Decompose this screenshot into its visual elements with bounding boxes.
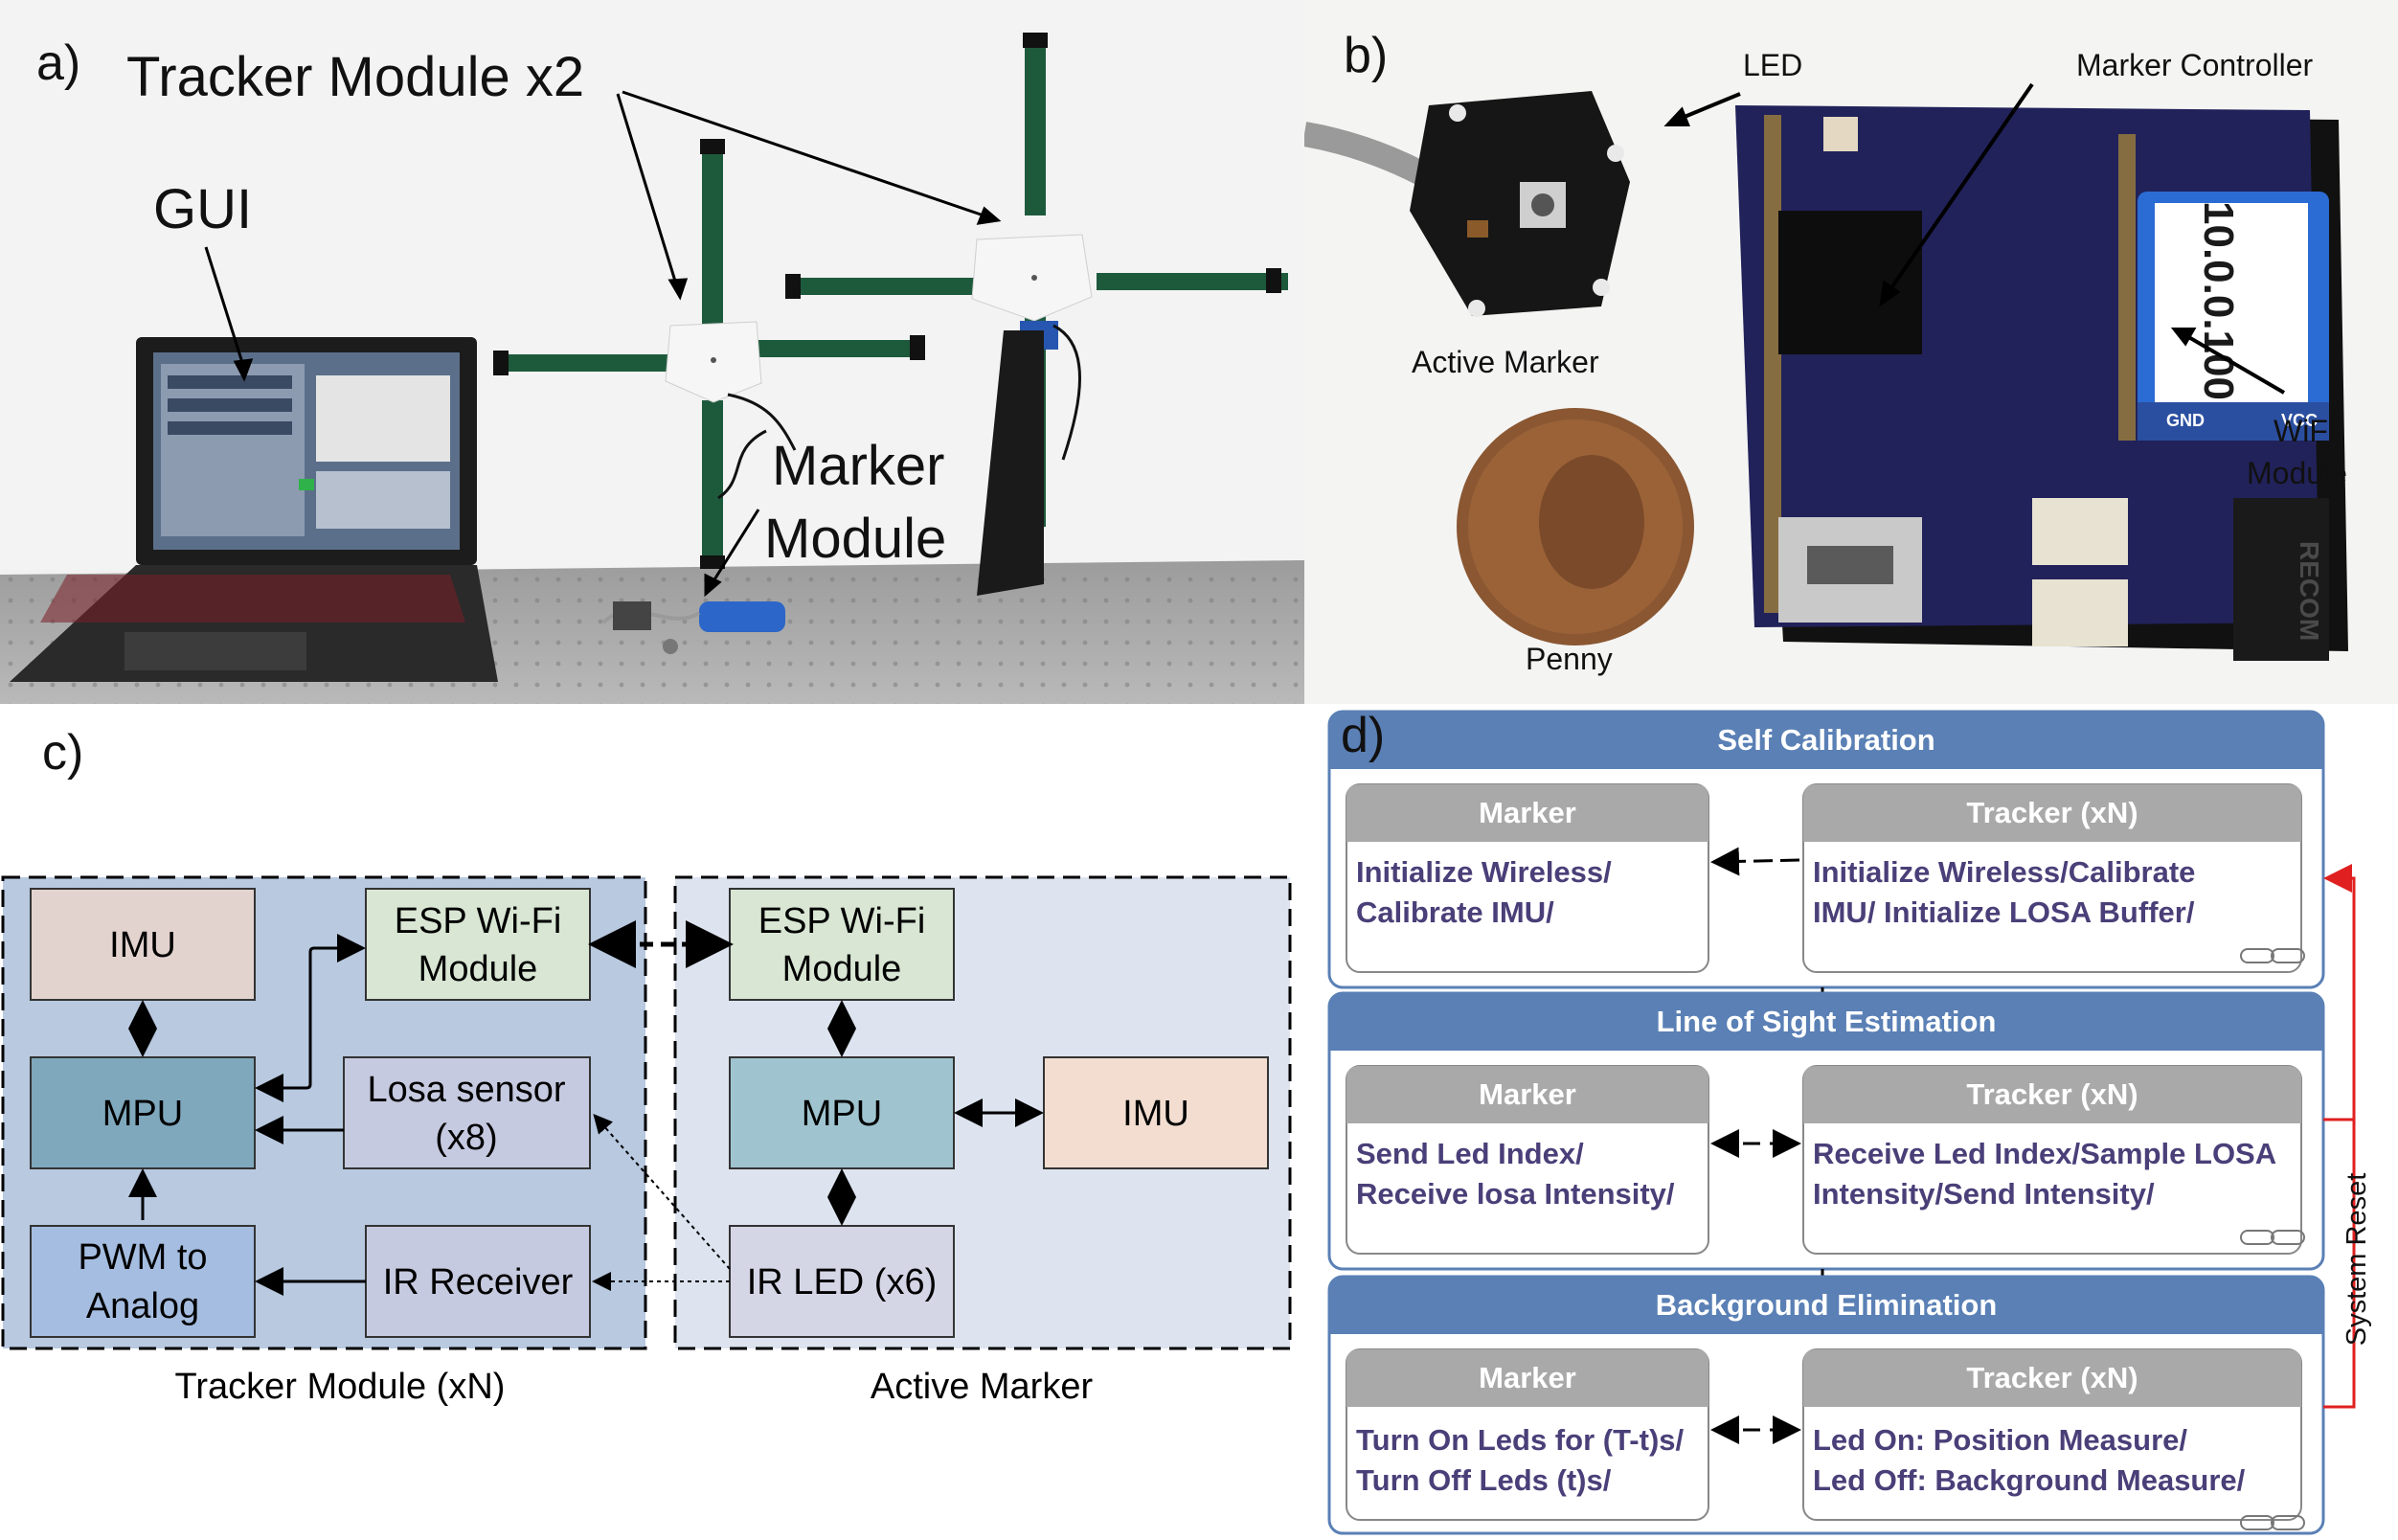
- losa-label-line2: (x8): [435, 1118, 497, 1158]
- panel-a-letter: a): [36, 35, 81, 91]
- pwm-label-line2: Analog: [86, 1286, 199, 1326]
- stage-1-marker-line1: Initialize Wireless/: [1356, 855, 1612, 889]
- vcc-silkscreen: VCC: [2281, 411, 2318, 430]
- stage-2-marker-line2: Receive losa Intensity/: [1356, 1177, 1675, 1211]
- active-marker-object: [1410, 91, 1630, 317]
- stage-1-title: Self Calibration: [1717, 723, 1934, 757]
- stage-3-marker-header: Marker: [1479, 1361, 1576, 1394]
- tracker-esp-block: ESP Wi-Fi Module: [365, 888, 591, 1001]
- laptop: [10, 337, 498, 682]
- stage-self-calibration: Self Calibration Marker Initialize Wirel…: [1327, 710, 2325, 989]
- marker-module-label-line2: Module: [764, 508, 947, 570]
- hardware-photo-illustration: RECOM GND VCC 10.0.0.100: [1304, 0, 2398, 704]
- panel-a-arrows: [204, 90, 1002, 598]
- stage-2-tracker-line1: Receive Led Index/Sample LOSA: [1813, 1137, 2276, 1170]
- stage-2-title: Line of Sight Estimation: [1657, 1005, 1997, 1038]
- marker-module-object: [601, 601, 785, 654]
- recom-silkscreen: RECOM: [2295, 541, 2324, 641]
- stage-2-tracker-line2: Intensity/Send Intensity/: [1813, 1177, 2155, 1211]
- tracker-imu-block: IMU: [30, 888, 256, 1001]
- stage-2-link-icon: [2240, 1230, 2305, 1245]
- stage-3-tracker-line2: Led Off: Background Measure/: [1813, 1463, 2246, 1497]
- led-label: LED: [1743, 48, 1803, 82]
- setup-photo-illustration: [0, 0, 1304, 704]
- block-connectors: [128, 920, 1044, 1296]
- ir-receiver-block: IR Receiver: [365, 1225, 591, 1338]
- setup-photo: [0, 0, 1304, 704]
- ir-led-label: IR LED (x6): [747, 1262, 937, 1302]
- stage-3-link-icon: [2240, 1515, 2305, 1530]
- penny-object: [1457, 408, 1694, 645]
- wifi-module-label-line2: Module: [2247, 456, 2347, 490]
- marker-module-label-line1: Marker: [772, 435, 945, 497]
- ir-receiver-label: IR Receiver: [383, 1262, 574, 1302]
- pwm-to-analog-block: PWM to Analog: [30, 1225, 256, 1338]
- tracker-imu-label: IMU: [109, 925, 176, 965]
- tracker-module-1: [493, 139, 925, 569]
- gui-label: GUI: [153, 178, 253, 240]
- tracker-module-caption: Tracker Module (xN): [175, 1367, 506, 1407]
- tracker-esp-label-line1: ESP Wi-Fi: [395, 901, 562, 941]
- system-reset-loop: System Reset: [2323, 864, 2372, 1409]
- gnd-silkscreen: GND: [2166, 411, 2205, 430]
- panel-c-letter: c): [42, 725, 84, 781]
- stage-line-of-sight-estimation: Line of Sight Estimation Marker Send Led…: [1327, 991, 2325, 1271]
- wifi-module-label-line1: WiFi: [2274, 414, 2335, 448]
- stage-1-link-icon: [2240, 948, 2305, 963]
- stage-1-tracker-line2: IMU/ Initialize LOSA Buffer/: [1813, 895, 2195, 929]
- ip-sticker-text: 10.0.0.100: [2195, 201, 2242, 400]
- tracker-esp-label-line2: Module: [419, 949, 538, 989]
- ir-led-block: IR LED (x6): [729, 1225, 955, 1338]
- marker-controller-label: Marker Controller: [2076, 48, 2314, 82]
- active-marker-caption: Active Marker: [871, 1367, 1094, 1407]
- stage-1-tracker-header: Tracker (xN): [1966, 796, 2138, 829]
- losa-label-line1: Losa sensor: [367, 1070, 565, 1110]
- block-diagram: IMU ESP Wi-Fi Module MPU Losa sensor (x8…: [1, 875, 1292, 1407]
- stage-2-marker-line1: Send Led Index/: [1356, 1137, 1584, 1170]
- pwm-label-line1: PWM to: [78, 1237, 207, 1278]
- marker-esp-block: ESP Wi-Fi Module: [729, 888, 955, 1001]
- tracker-module-2: [785, 33, 1288, 596]
- stage-background-elimination: Background Elimination Marker Turn On Le…: [1327, 1275, 2325, 1535]
- marker-esp-label-line1: ESP Wi-Fi: [758, 901, 926, 941]
- hardware-photo: RECOM GND VCC 10.0.0.100: [1304, 0, 2398, 704]
- stage-1-marker-line2: Calibrate IMU/: [1356, 895, 1554, 929]
- panel-b-arrows: [1663, 82, 2286, 395]
- tracker-mpu-label: MPU: [102, 1094, 183, 1134]
- system-reset-label: System Reset: [2341, 1173, 2372, 1347]
- marker-mpu-block: MPU: [729, 1056, 955, 1169]
- active-marker-photo-label: Active Marker: [1412, 345, 1599, 379]
- panel-b-letter: b): [1344, 28, 1389, 83]
- tracker-module-label: Tracker Module x2: [126, 46, 585, 108]
- stage-3-title: Background Elimination: [1656, 1288, 1998, 1322]
- stage-2-marker-header: Marker: [1479, 1077, 1576, 1111]
- stage-2-tracker-header: Tracker (xN): [1966, 1077, 2138, 1111]
- marker-imu-block: IMU: [1043, 1056, 1269, 1169]
- stage-1-tracker-line1: Initialize Wireless/Calibrate: [1813, 855, 2195, 889]
- marker-esp-label-line2: Module: [782, 949, 902, 989]
- penny-label: Penny: [1526, 642, 1613, 676]
- marker-imu-label: IMU: [1122, 1094, 1189, 1134]
- flowchart: Self Calibration Marker Initialize Wirel…: [1327, 710, 2372, 1535]
- marker-controller-board: [1735, 105, 2348, 661]
- stage-3-tracker-header: Tracker (xN): [1966, 1361, 2138, 1394]
- marker-mpu-label: MPU: [802, 1094, 882, 1134]
- stage-3-marker-line1: Turn On Leds for (T-t)s/: [1356, 1423, 1685, 1457]
- tracker-mpu-block: MPU: [30, 1056, 256, 1169]
- stage-3-tracker-line1: Led On: Position Measure/: [1813, 1423, 2187, 1457]
- losa-sensor-block: Losa sensor (x8): [343, 1056, 591, 1169]
- stage-3-marker-line2: Turn Off Leds (t)s/: [1356, 1463, 1612, 1497]
- stage-1-marker-header: Marker: [1479, 796, 1576, 829]
- panel-d-letter: d): [1341, 708, 1386, 763]
